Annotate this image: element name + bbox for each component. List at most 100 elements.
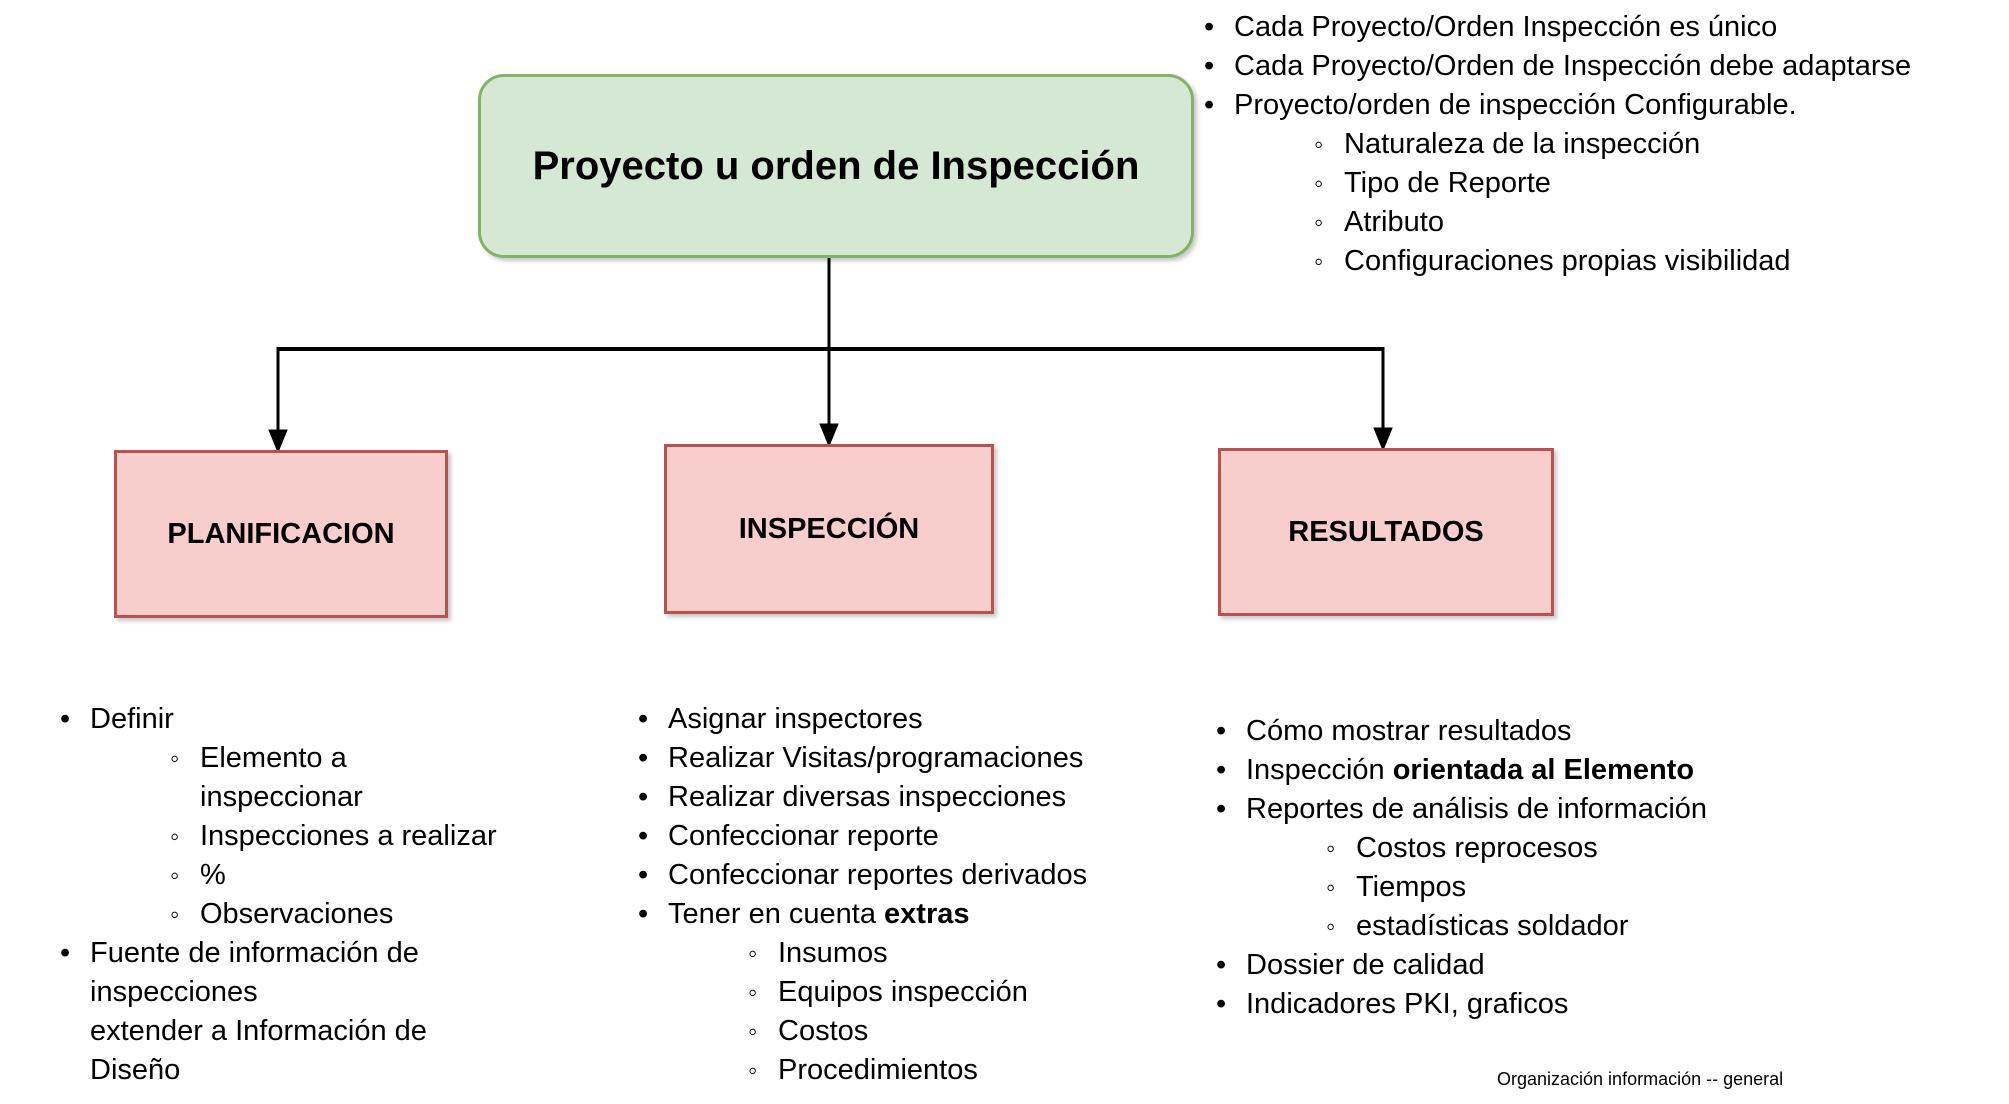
list-item-text: Cada Proyecto/Orden Inspección es único <box>1234 11 1778 43</box>
notes-root-configurable: • Cada Proyecto/Orden Inspección es único… <box>1186 8 1996 281</box>
bullet-disc-icon: • <box>1216 715 1227 747</box>
bullet-circle-icon: ◦ <box>170 743 180 773</box>
notes-resultados: • Cómo mostrar resultados • Inspección orie… <box>1198 712 1788 1024</box>
list-item-text: Reportes de análisis de información <box>1246 793 1708 825</box>
bullet-disc-icon: • <box>638 742 649 774</box>
list-item-text: Atributo <box>1344 206 1444 238</box>
list-item: ◦ Procedimientos <box>620 1051 1150 1090</box>
list-item-text: Dossier de calidad <box>1246 949 1485 981</box>
list-item: ◦ Inspecciones a realizar <box>42 817 512 856</box>
list-item-text: Cada Proyecto/Orden de Inspección debe a… <box>1234 50 1912 82</box>
bullet-circle-icon: ◦ <box>170 821 180 851</box>
bullet-circle-icon: ◦ <box>170 860 180 890</box>
list-item: ◦ Tiempos <box>1198 868 1788 907</box>
bullet-disc-icon: • <box>60 937 71 969</box>
branch-box-label: PLANIFICACION <box>167 517 395 550</box>
bullet-disc-icon: • <box>60 703 71 735</box>
list-item-text: Fuente de información de inspecciones ex… <box>90 937 427 1086</box>
list-item: • Dossier de calidad <box>1198 946 1788 985</box>
bullet-disc-icon: • <box>1216 949 1227 981</box>
list-item-text: Tener en cuenta extras <box>668 898 970 930</box>
list-item: • Inspección orientada al Elemento <box>1198 751 1788 790</box>
list-item-text: Naturaleza de la inspección <box>1344 128 1701 160</box>
root-box-label: Proyecto u orden de Inspección <box>532 143 1140 188</box>
list-item: • Tener en cuenta extras <box>620 895 1150 934</box>
bullet-disc-icon: • <box>638 781 649 813</box>
list-item-text: Cómo mostrar resultados <box>1246 715 1572 747</box>
list-item: ◦estadísticas soldador <box>1198 907 1788 946</box>
list-item-text: Inspección orientada al Elemento <box>1246 754 1695 786</box>
bullet-circle-icon: ◦ <box>1326 911 1336 941</box>
list-item: ◦ Elemento a inspeccionar <box>42 739 512 817</box>
bullet-circle-icon: ◦ <box>1314 129 1324 159</box>
bullet-disc-icon: • <box>1204 50 1215 82</box>
list-item-text: Inspecciones a realizar <box>200 820 497 852</box>
list-item-text: Realizar Visitas/programaciones <box>668 742 1084 774</box>
list-item-text: Insumos <box>778 937 888 969</box>
list-item: ◦ Costos reprocesos <box>1198 829 1788 868</box>
bullet-circle-icon: ◦ <box>170 899 180 929</box>
list-item: • Cada Proyecto/Orden de Inspección debe … <box>1186 47 1996 86</box>
arrowhead-middle-icon <box>819 423 839 448</box>
bullet-circle-icon: ◦ <box>748 977 758 1007</box>
bullet-circle-icon: ◦ <box>1314 207 1324 237</box>
list-item: •Proyecto/orden de inspección Configurab… <box>1186 86 1996 125</box>
list-item-text: Indicadores PKI, graficos <box>1246 988 1569 1020</box>
bullet-circle-icon: ◦ <box>1326 872 1336 902</box>
list-item-text: Confeccionar reportes derivados <box>668 859 1088 891</box>
branch-box-resultados: RESULTADOS <box>1218 448 1554 616</box>
bullet-circle-icon: ◦ <box>748 1055 758 1085</box>
root-box-proyecto: Proyecto u orden de Inspección <box>478 74 1194 258</box>
list-item-text: Definir <box>90 703 174 735</box>
bullet-circle-icon: ◦ <box>748 938 758 968</box>
list-item-text: Observaciones <box>200 898 394 930</box>
list-item: ◦ Observaciones <box>42 895 512 934</box>
list-item: • Confeccionar reporte <box>620 817 1150 856</box>
list-item: •Reportes de análisis de información <box>1198 790 1788 829</box>
bullet-disc-icon: • <box>638 820 649 852</box>
list-item: ◦% <box>42 856 512 895</box>
list-item: ◦ Atributo <box>1186 203 1996 242</box>
list-item: ◦Tipo de Reporte <box>1186 164 1996 203</box>
bullet-circle-icon: ◦ <box>1314 168 1324 198</box>
list-item-text: Confeccionar reporte <box>668 820 939 852</box>
list-item: ◦Configuraciones propias visibilidad <box>1186 242 1996 281</box>
list-item-text: Equipos inspección <box>778 976 1028 1008</box>
list-item-text: Costos reprocesos <box>1356 832 1598 864</box>
list-item-text: Realizar diversas inspecciones <box>668 781 1067 813</box>
bullet-disc-icon: • <box>638 898 649 930</box>
list-item-text: Asignar inspectores <box>668 703 923 735</box>
list-item: • Realizar diversas inspecciones <box>620 778 1150 817</box>
bullet-disc-icon: • <box>1216 754 1227 786</box>
list-item-text: Proyecto/orden de inspección Configurabl… <box>1234 89 1797 121</box>
bullet-circle-icon: ◦ <box>748 1016 758 1046</box>
list-item-text: Procedimientos <box>778 1054 978 1086</box>
list-item: • Realizar Visitas/programaciones <box>620 739 1150 778</box>
arrowhead-left-icon <box>268 429 288 454</box>
list-item: • Fuente de información de inspecciones e… <box>42 934 512 1090</box>
bullet-circle-icon: ◦ <box>1326 833 1336 863</box>
list-item-text: Costos <box>778 1015 869 1047</box>
list-item: • Confeccionar reportes derivados <box>620 856 1150 895</box>
list-item: •Indicadores PKI, graficos <box>1198 985 1788 1024</box>
list-item-text: Tiempos <box>1356 871 1467 903</box>
list-item: • Definir <box>42 700 512 739</box>
list-item-text: % <box>200 859 226 891</box>
list-item: • Cómo mostrar resultados <box>1198 712 1788 751</box>
bullet-disc-icon: • <box>1204 11 1215 43</box>
arrowhead-right-icon <box>1373 427 1393 452</box>
branch-box-planificacion: PLANIFICACION <box>114 450 448 618</box>
bullet-disc-icon: • <box>638 859 649 891</box>
list-item: • Asignar inspectores <box>620 700 1150 739</box>
branch-box-inspeccion: INSPECCIÓN <box>664 444 994 614</box>
list-item-text: Elemento a inspeccionar <box>200 742 363 813</box>
list-item-text: Configuraciones propias visibilidad <box>1344 245 1791 277</box>
branch-box-label: INSPECCIÓN <box>738 512 920 545</box>
bullet-disc-icon: • <box>638 703 649 735</box>
list-item: ◦ Equipos inspección <box>620 973 1150 1012</box>
list-item: ◦ Insumos <box>620 934 1150 973</box>
list-item: ◦ Costos <box>620 1012 1150 1051</box>
list-item: ◦ Naturaleza de la inspección <box>1186 125 1996 164</box>
